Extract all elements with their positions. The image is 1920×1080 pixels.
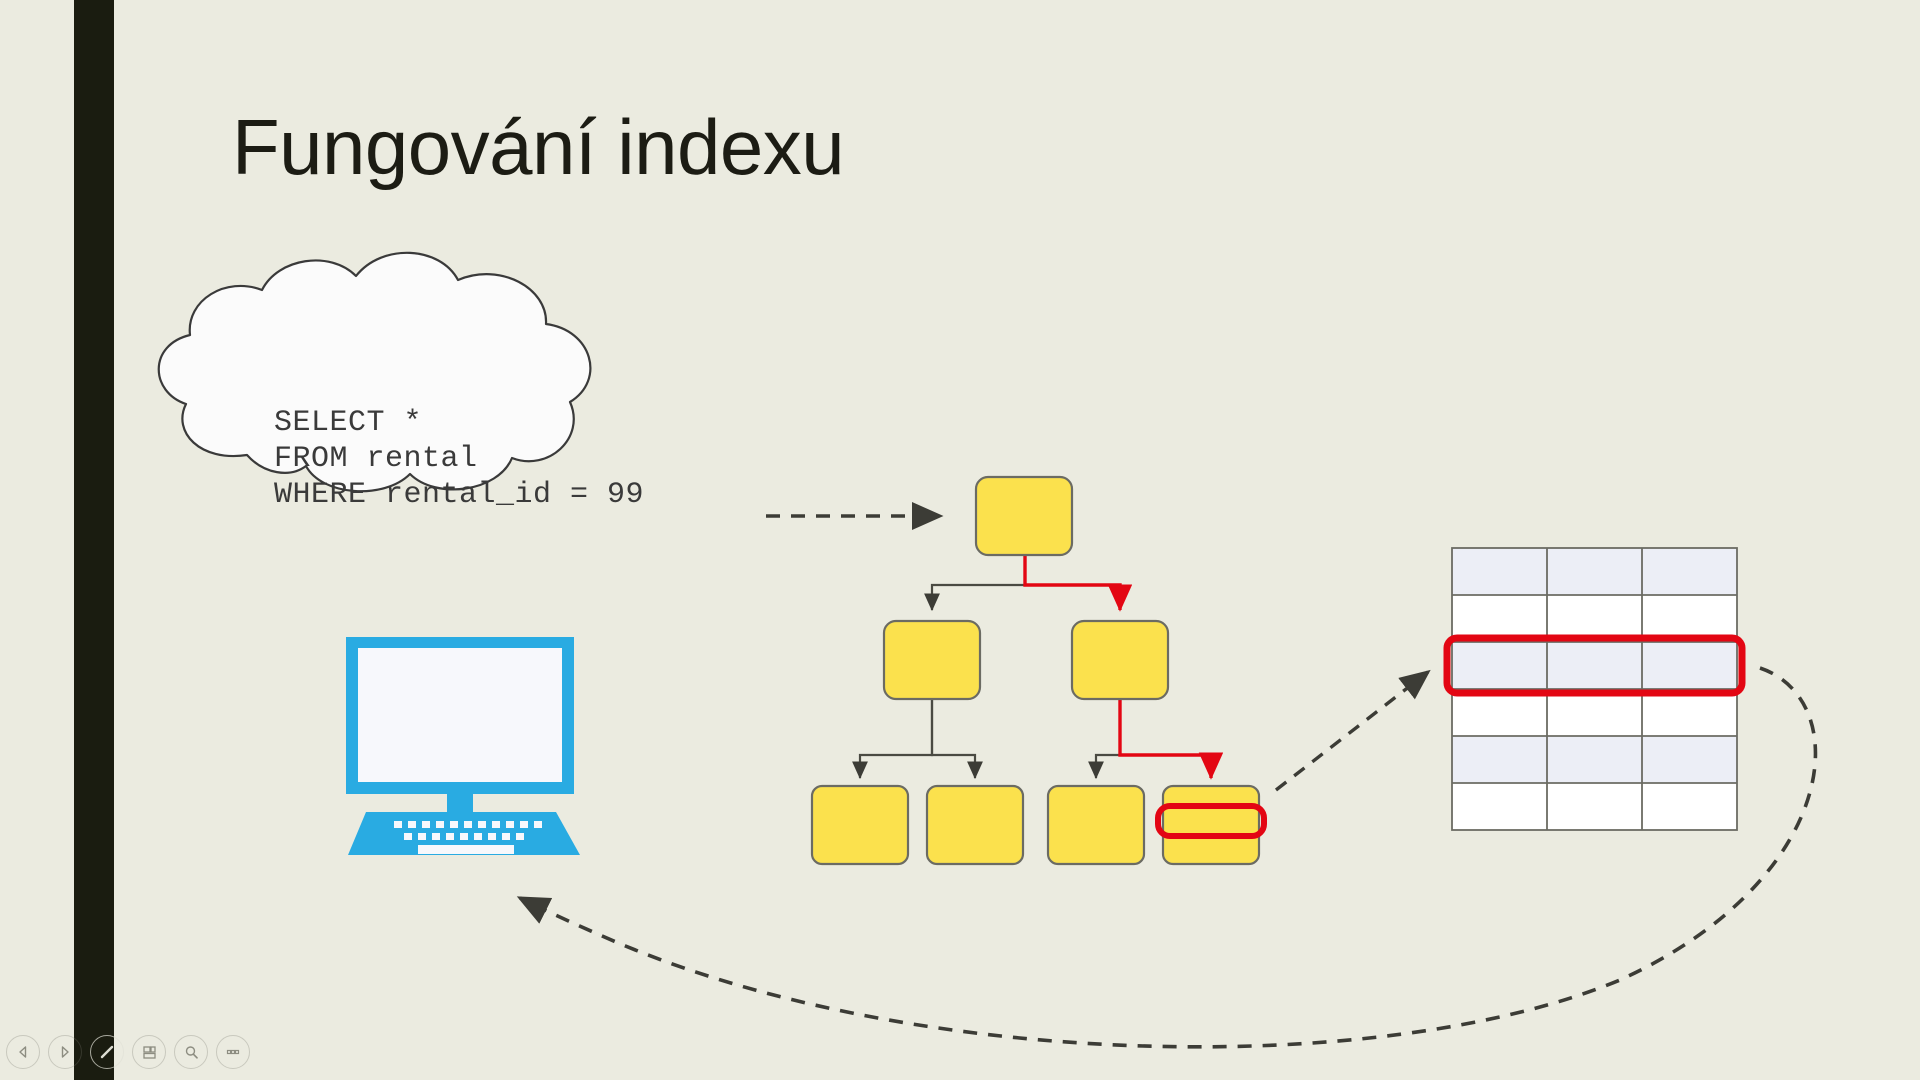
- leaf-to-table-arrow: [1274, 669, 1431, 792]
- sql-query-cloud: [157, 251, 592, 493]
- monitor-stand: [447, 794, 473, 813]
- btree-node-internal-1: [882, 619, 982, 701]
- btree-node-leaf-4: [1161, 784, 1261, 866]
- btree-node-root: [974, 475, 1074, 557]
- btree-node-internal-2: [1070, 619, 1170, 701]
- btree-node-leaf-3: [1046, 784, 1146, 866]
- btree-nodes: [810, 475, 1267, 866]
- table-row: [1452, 595, 1737, 642]
- btree-leaf-entry-highlight: [1155, 803, 1267, 839]
- slide-toolbar: [0, 1030, 250, 1074]
- table-row: [1452, 736, 1737, 783]
- table-to-computer-arrow: [516, 666, 1818, 1049]
- previous-slide-icon[interactable]: [6, 1035, 40, 1069]
- grid-layout-icon[interactable]: [132, 1035, 166, 1069]
- btree-node-leaf-1: [810, 784, 910, 866]
- table-row-highlight: [1443, 634, 1746, 697]
- keyboard-keys: [394, 821, 542, 854]
- table-row: [1452, 548, 1737, 595]
- table-row: [1452, 642, 1737, 689]
- table-row: [1452, 783, 1737, 830]
- more-options-icon[interactable]: [216, 1035, 250, 1069]
- page-title: Fungování indexu: [232, 103, 845, 191]
- next-slide-icon[interactable]: [48, 1035, 82, 1069]
- monitor-screen: [358, 648, 562, 782]
- left-accent-stripe: [74, 0, 114, 1080]
- sql-query-text: SELECT * FROM rental WHERE rental_id = 9…: [274, 406, 645, 512]
- data-table: [1443, 547, 1746, 831]
- pen-icon[interactable]: [90, 1035, 124, 1069]
- client-computer: [346, 637, 580, 855]
- magnifier-icon[interactable]: [174, 1035, 208, 1069]
- btree-highlight-path: [1023, 555, 1224, 780]
- spacebar: [418, 845, 514, 854]
- btree-node-leaf-2: [925, 784, 1025, 866]
- table-row: [1452, 689, 1737, 736]
